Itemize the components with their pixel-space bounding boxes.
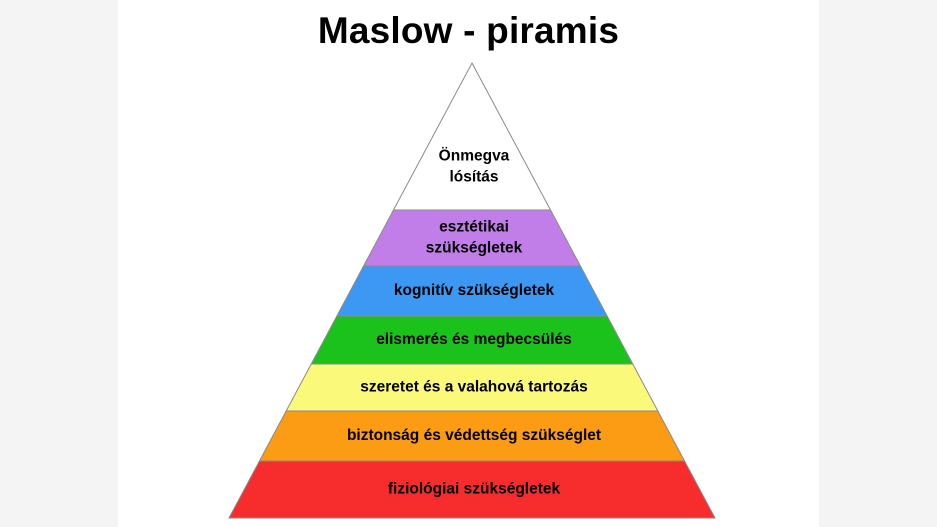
pyramid-layer-label: Önmegva <box>439 148 510 165</box>
pyramid-layer-label: szükségletek <box>426 240 523 257</box>
pyramid-layer-label: lósítás <box>449 169 498 186</box>
pyramid-layer-label: biztonság és védettség szükséglet <box>347 427 601 444</box>
pyramid-layer-label: szeretet és a valahová tartozás <box>360 379 587 396</box>
pyramid-layer-label: esztétikai <box>439 219 509 236</box>
pyramid-layer-label: kognitív szükségletek <box>394 282 555 299</box>
pyramid-layer-shape <box>392 61 552 211</box>
page-title: Maslow - piramis <box>317 10 620 51</box>
pyramid-layer-aesthetic-needs: esztétikai szükségletek <box>362 209 582 267</box>
pyramid-layer-self-actualization: Önmegva lósítás <box>392 61 552 211</box>
pyramid-layer-belonging: szeretet és a valahová tartozás <box>285 363 659 412</box>
pyramid-layer-safety: biztonság és védettség szükséglet <box>258 410 686 462</box>
pyramid-layer-label: elismerés és megbecsülés <box>376 331 572 348</box>
pyramid-layer-cognitive-needs: kognitív szükségletek <box>336 265 608 317</box>
pyramid-layer-physiological: fiziológiai szükségletek <box>228 460 716 519</box>
pyramid-layer-shape <box>228 460 716 519</box>
pyramid-layer-esteem: elismerés és megbecsülés <box>310 315 634 365</box>
pyramid-layer-label: fiziológiai szükségletek <box>388 481 561 498</box>
